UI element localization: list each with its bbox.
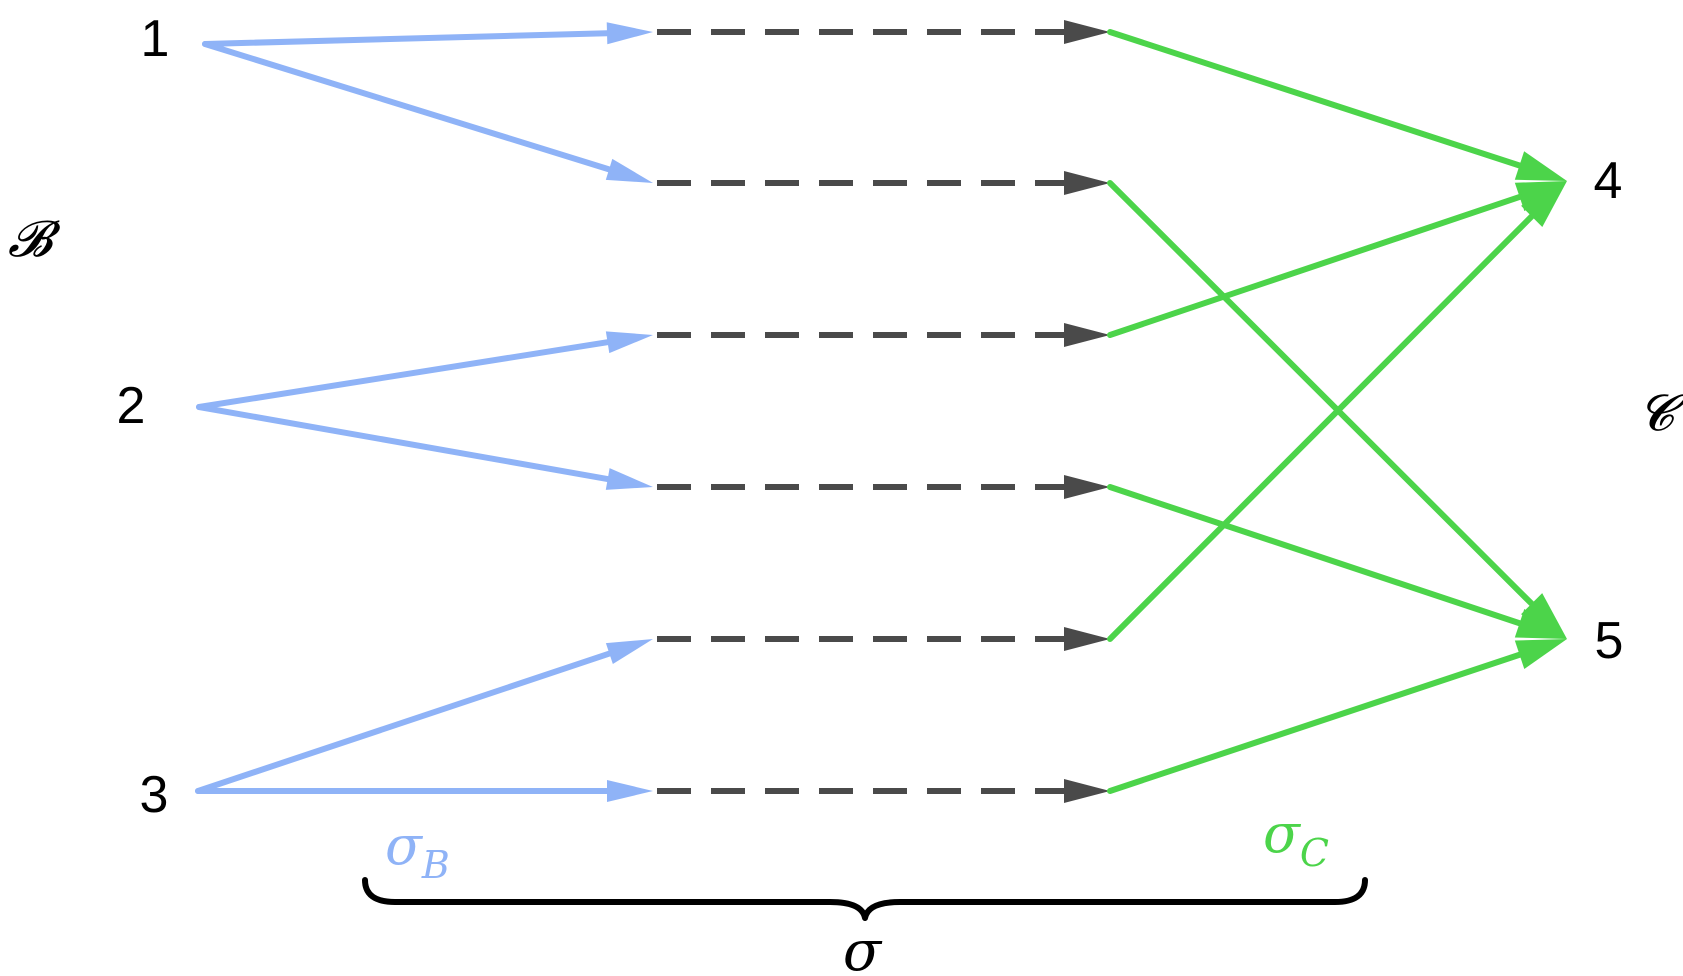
sigma-b-arrowhead bbox=[605, 331, 653, 354]
dashed-arrowhead bbox=[1064, 20, 1110, 44]
node-4: 4 bbox=[1594, 152, 1623, 210]
sigma-b-label: σB bbox=[385, 814, 450, 887]
sigma-c-arrowhead bbox=[1514, 608, 1567, 639]
sigma-b-arrowhead bbox=[606, 22, 653, 45]
sigma-b-arrow bbox=[196, 339, 611, 410]
dashed-arrowhead bbox=[1064, 171, 1110, 195]
sigma-c-arrow bbox=[1107, 180, 1535, 607]
sigma-c-arrow bbox=[1107, 484, 1523, 627]
underbrace bbox=[362, 877, 1368, 921]
sigma-b-arrowhead bbox=[607, 780, 653, 802]
sigma-b-arrow bbox=[202, 41, 613, 173]
sigma-b-arrowhead bbox=[605, 158, 653, 183]
node-3: 3 bbox=[140, 766, 169, 824]
node-2: 2 bbox=[117, 377, 146, 435]
set-label-c: 𝓒 bbox=[1638, 384, 1683, 442]
sigma-label: σ bbox=[843, 919, 883, 976]
dashed-arrowhead bbox=[1064, 475, 1110, 499]
sigma-c-subscript: C bbox=[1300, 831, 1329, 875]
sigma-b-arrow bbox=[202, 30, 611, 47]
sigma-c-edges bbox=[1107, 29, 1567, 794]
dashed-arrowhead bbox=[1064, 779, 1110, 803]
sigma-b-arrowhead bbox=[605, 639, 653, 665]
sigma-c-arrowhead bbox=[1514, 151, 1567, 181]
sigma-c-arrow bbox=[1107, 651, 1523, 794]
sigma-b-subscript: B bbox=[421, 843, 450, 887]
sigma-c-arrow bbox=[1107, 213, 1535, 642]
sigma-b-arrowhead bbox=[605, 468, 653, 490]
sigma-c-label: σC bbox=[1263, 802, 1329, 875]
dashed-arrowhead bbox=[1064, 627, 1110, 651]
sigma-c-arrow bbox=[1107, 193, 1523, 338]
sigma-b-arrow bbox=[196, 404, 611, 483]
node-1: 1 bbox=[141, 10, 170, 68]
sigma-b-arrow bbox=[195, 650, 613, 794]
dashed-edges bbox=[657, 20, 1110, 803]
sigma-c-arrowhead bbox=[1514, 639, 1567, 670]
sigma-c-symbol: σ bbox=[1263, 802, 1302, 865]
dashed-arrowhead bbox=[1064, 323, 1110, 347]
sigma-c-arrow bbox=[1107, 29, 1523, 169]
set-label-b: 𝓑 bbox=[8, 210, 61, 268]
sigma-b-edges bbox=[195, 22, 653, 802]
sigma-b-symbol: σ bbox=[385, 814, 424, 877]
node-5: 5 bbox=[1595, 612, 1624, 670]
